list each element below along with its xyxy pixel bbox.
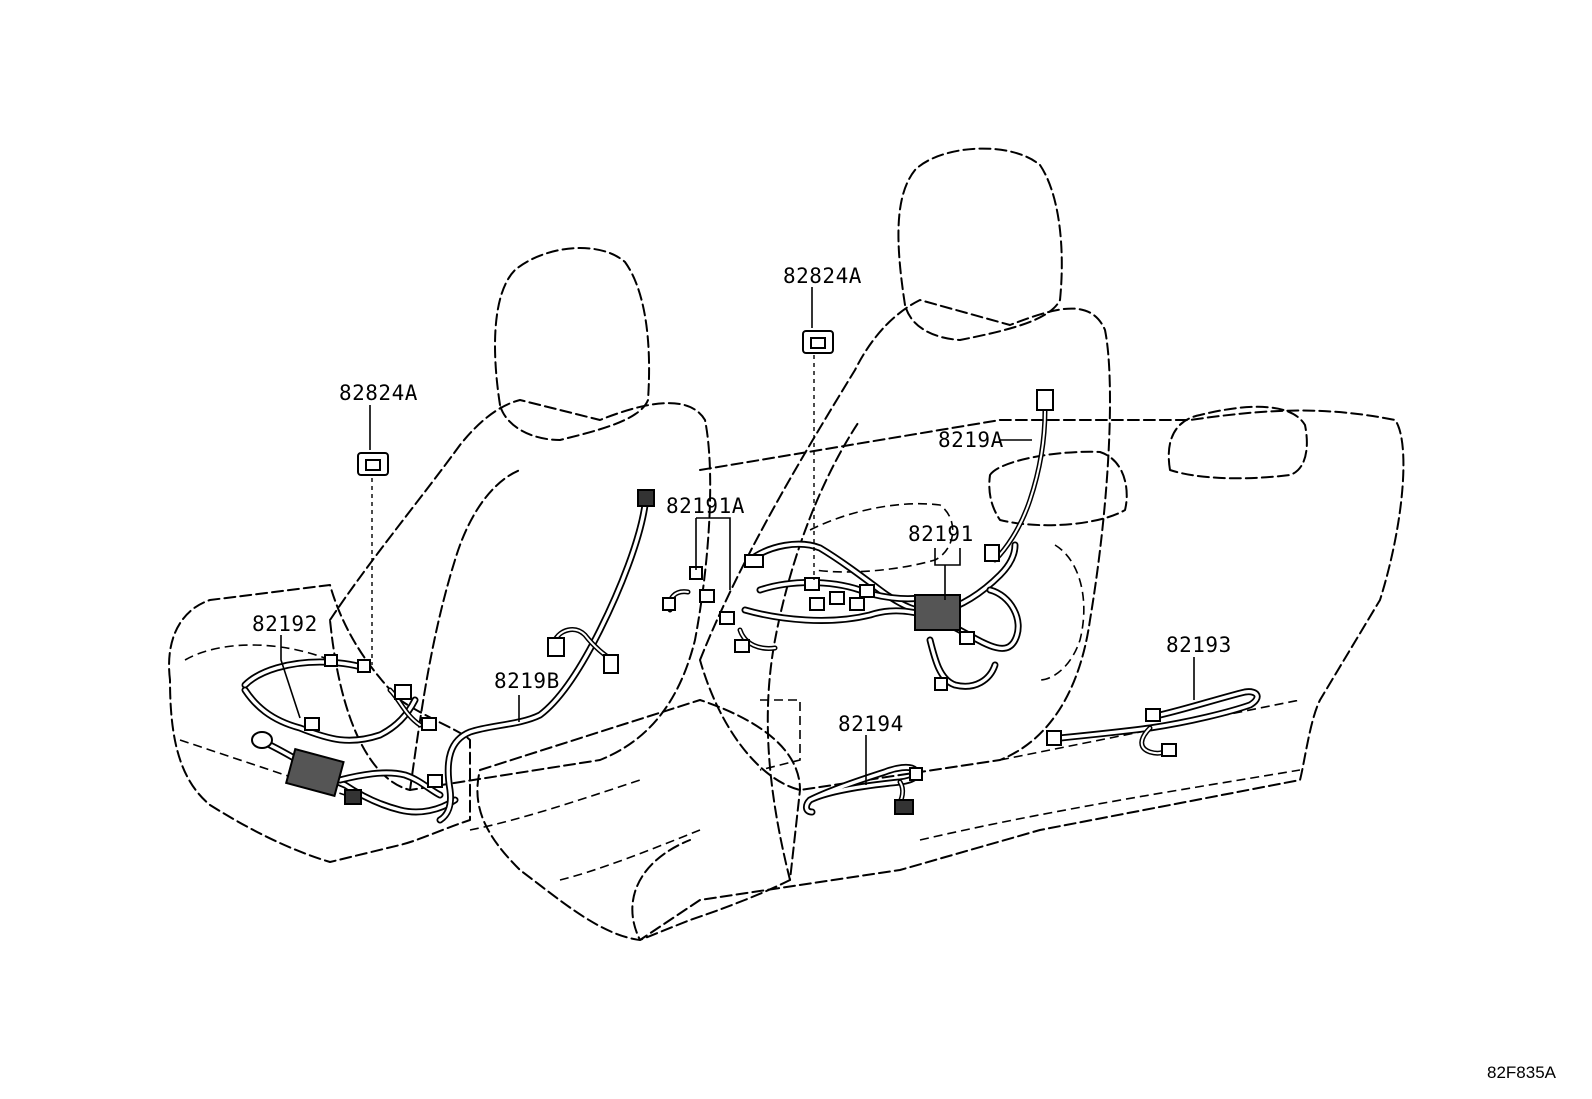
- label-82193: 82193: [1166, 633, 1232, 657]
- left-backrest-outline: [329, 399, 712, 791]
- center-cushion-outline: [809, 502, 954, 573]
- harnesses: [241, 330, 1261, 824]
- rear-armrest-outline: [988, 450, 1128, 527]
- right-headrest-outline: [897, 147, 1063, 341]
- right-cushion-seam: [469, 779, 701, 881]
- left-headrest-outline: [494, 247, 651, 441]
- center-lower-box: [759, 699, 801, 771]
- label-82824A-left: 82824A: [339, 381, 418, 405]
- seat-outlines: [168, 147, 1405, 941]
- label-82192: 82192: [252, 612, 318, 636]
- rear-bench-side: [1039, 544, 1085, 681]
- clip-82824A-left: [357, 452, 389, 476]
- harness-82191: [662, 389, 1054, 691]
- part-labels: 82824A 82824A 82191A 8219A 82191 82192 8…: [252, 264, 1557, 1082]
- rear-headrest-outline: [1167, 405, 1308, 480]
- label-82191: 82191: [908, 522, 974, 546]
- figure-code: 82F835A: [1487, 1063, 1557, 1082]
- harness-82193: [1046, 688, 1261, 757]
- right-backrest-outline: [699, 299, 1111, 791]
- harness-8219B: [436, 489, 655, 824]
- left-backrest-inner: [409, 469, 521, 791]
- leader-lines: [280, 287, 1195, 785]
- rear-bench-outline: [631, 409, 1405, 941]
- right-cushion-outline: [476, 699, 801, 941]
- left-cushion-seam: [179, 644, 361, 801]
- label-8219A: 8219A: [938, 428, 1004, 452]
- rear-bench-seam: [919, 699, 1301, 841]
- harness-82192: [241, 654, 459, 816]
- label-82194: 82194: [838, 712, 904, 736]
- label-82191A: 82191A: [666, 494, 745, 518]
- label-8219B: 8219B: [494, 669, 560, 693]
- clip-82824A-right: [802, 330, 834, 354]
- label-82824A-right: 82824A: [783, 264, 862, 288]
- right-backrest-inner: [766, 419, 861, 881]
- left-cushion-outline: [168, 584, 471, 863]
- harness-82194: [803, 763, 923, 816]
